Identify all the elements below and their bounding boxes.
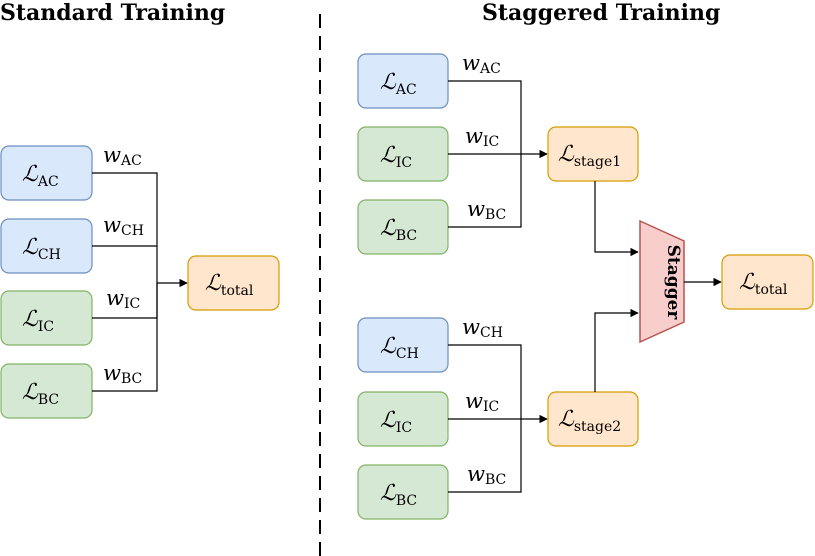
svg-text:ℒstage1: ℒstage1 bbox=[558, 142, 621, 170]
svg-text:ℒBC: ℒBC bbox=[380, 216, 417, 244]
stage1-loss-bc: ℒBC bbox=[357, 199, 449, 255]
standard-edges bbox=[92, 172, 188, 392]
svg-text:ℒBC: ℒBC bbox=[22, 380, 59, 408]
stage2-weight-bc: wBC bbox=[467, 462, 506, 488]
stage2-loss-bc: ℒBC bbox=[357, 464, 449, 520]
svg-text:ℒAC: ℒAC bbox=[22, 162, 59, 190]
stage1-edges bbox=[448, 80, 548, 228]
stage2-weight-ch: wCH bbox=[462, 315, 503, 341]
svg-text:ℒstage2: ℒstage2 bbox=[558, 407, 621, 435]
svg-text:ℒCH: ℒCH bbox=[380, 334, 419, 362]
svg-text:ℒAC: ℒAC bbox=[380, 70, 417, 98]
svg-text:ℒIC: ℒIC bbox=[380, 408, 412, 436]
standard-loss-total: ℒtotal bbox=[187, 255, 280, 311]
stage1-weight-ic: wIC bbox=[465, 124, 499, 150]
stage1-loss-ac: ℒAC bbox=[357, 53, 449, 109]
staggered-loss-total: ℒtotal bbox=[721, 254, 814, 310]
svg-text:ℒIC: ℒIC bbox=[22, 307, 54, 335]
svg-text:ℒtotal: ℒtotal bbox=[739, 270, 788, 298]
stage1-weight-bc: wBC bbox=[467, 197, 506, 223]
svg-text:ℒCH: ℒCH bbox=[22, 235, 61, 263]
standard-loss-ac: ℒAC bbox=[0, 145, 93, 201]
staggered-training-heading: Staggered Training bbox=[482, 0, 720, 26]
standard-loss-bc: ℒBC bbox=[0, 363, 93, 419]
standard-loss-ch: ℒCH bbox=[0, 218, 93, 274]
stagger-block: Stagger bbox=[639, 219, 685, 344]
stagger-input-edges bbox=[594, 181, 639, 392]
standard-weight-bc: wBC bbox=[103, 361, 142, 387]
svg-text:ℒBC: ℒBC bbox=[380, 481, 417, 509]
svg-text:ℒtotal: ℒtotal bbox=[205, 271, 254, 299]
stage2-edges bbox=[448, 344, 548, 493]
stage1-loss-box: ℒstage1 bbox=[547, 126, 639, 182]
stagger-label: Stagger bbox=[663, 245, 683, 321]
standard-loss-ic: ℒIC bbox=[0, 290, 93, 346]
standard-training-heading: Standard Training bbox=[0, 0, 225, 26]
stage1-loss-ic: ℒIC bbox=[357, 126, 449, 182]
stage2-weight-ic: wIC bbox=[465, 389, 499, 415]
standard-weight-ch: wCH bbox=[103, 213, 144, 239]
svg-text:ℒIC: ℒIC bbox=[380, 143, 412, 171]
standard-weight-ac: wAC bbox=[103, 143, 142, 169]
stage2-loss-ic: ℒIC bbox=[357, 391, 449, 447]
stage1-weight-ac: wAC bbox=[462, 51, 501, 77]
stage2-loss-ch: ℒCH bbox=[357, 317, 449, 373]
standard-weight-ic: wIC bbox=[106, 286, 140, 312]
stage2-loss-box: ℒstage2 bbox=[547, 391, 639, 447]
